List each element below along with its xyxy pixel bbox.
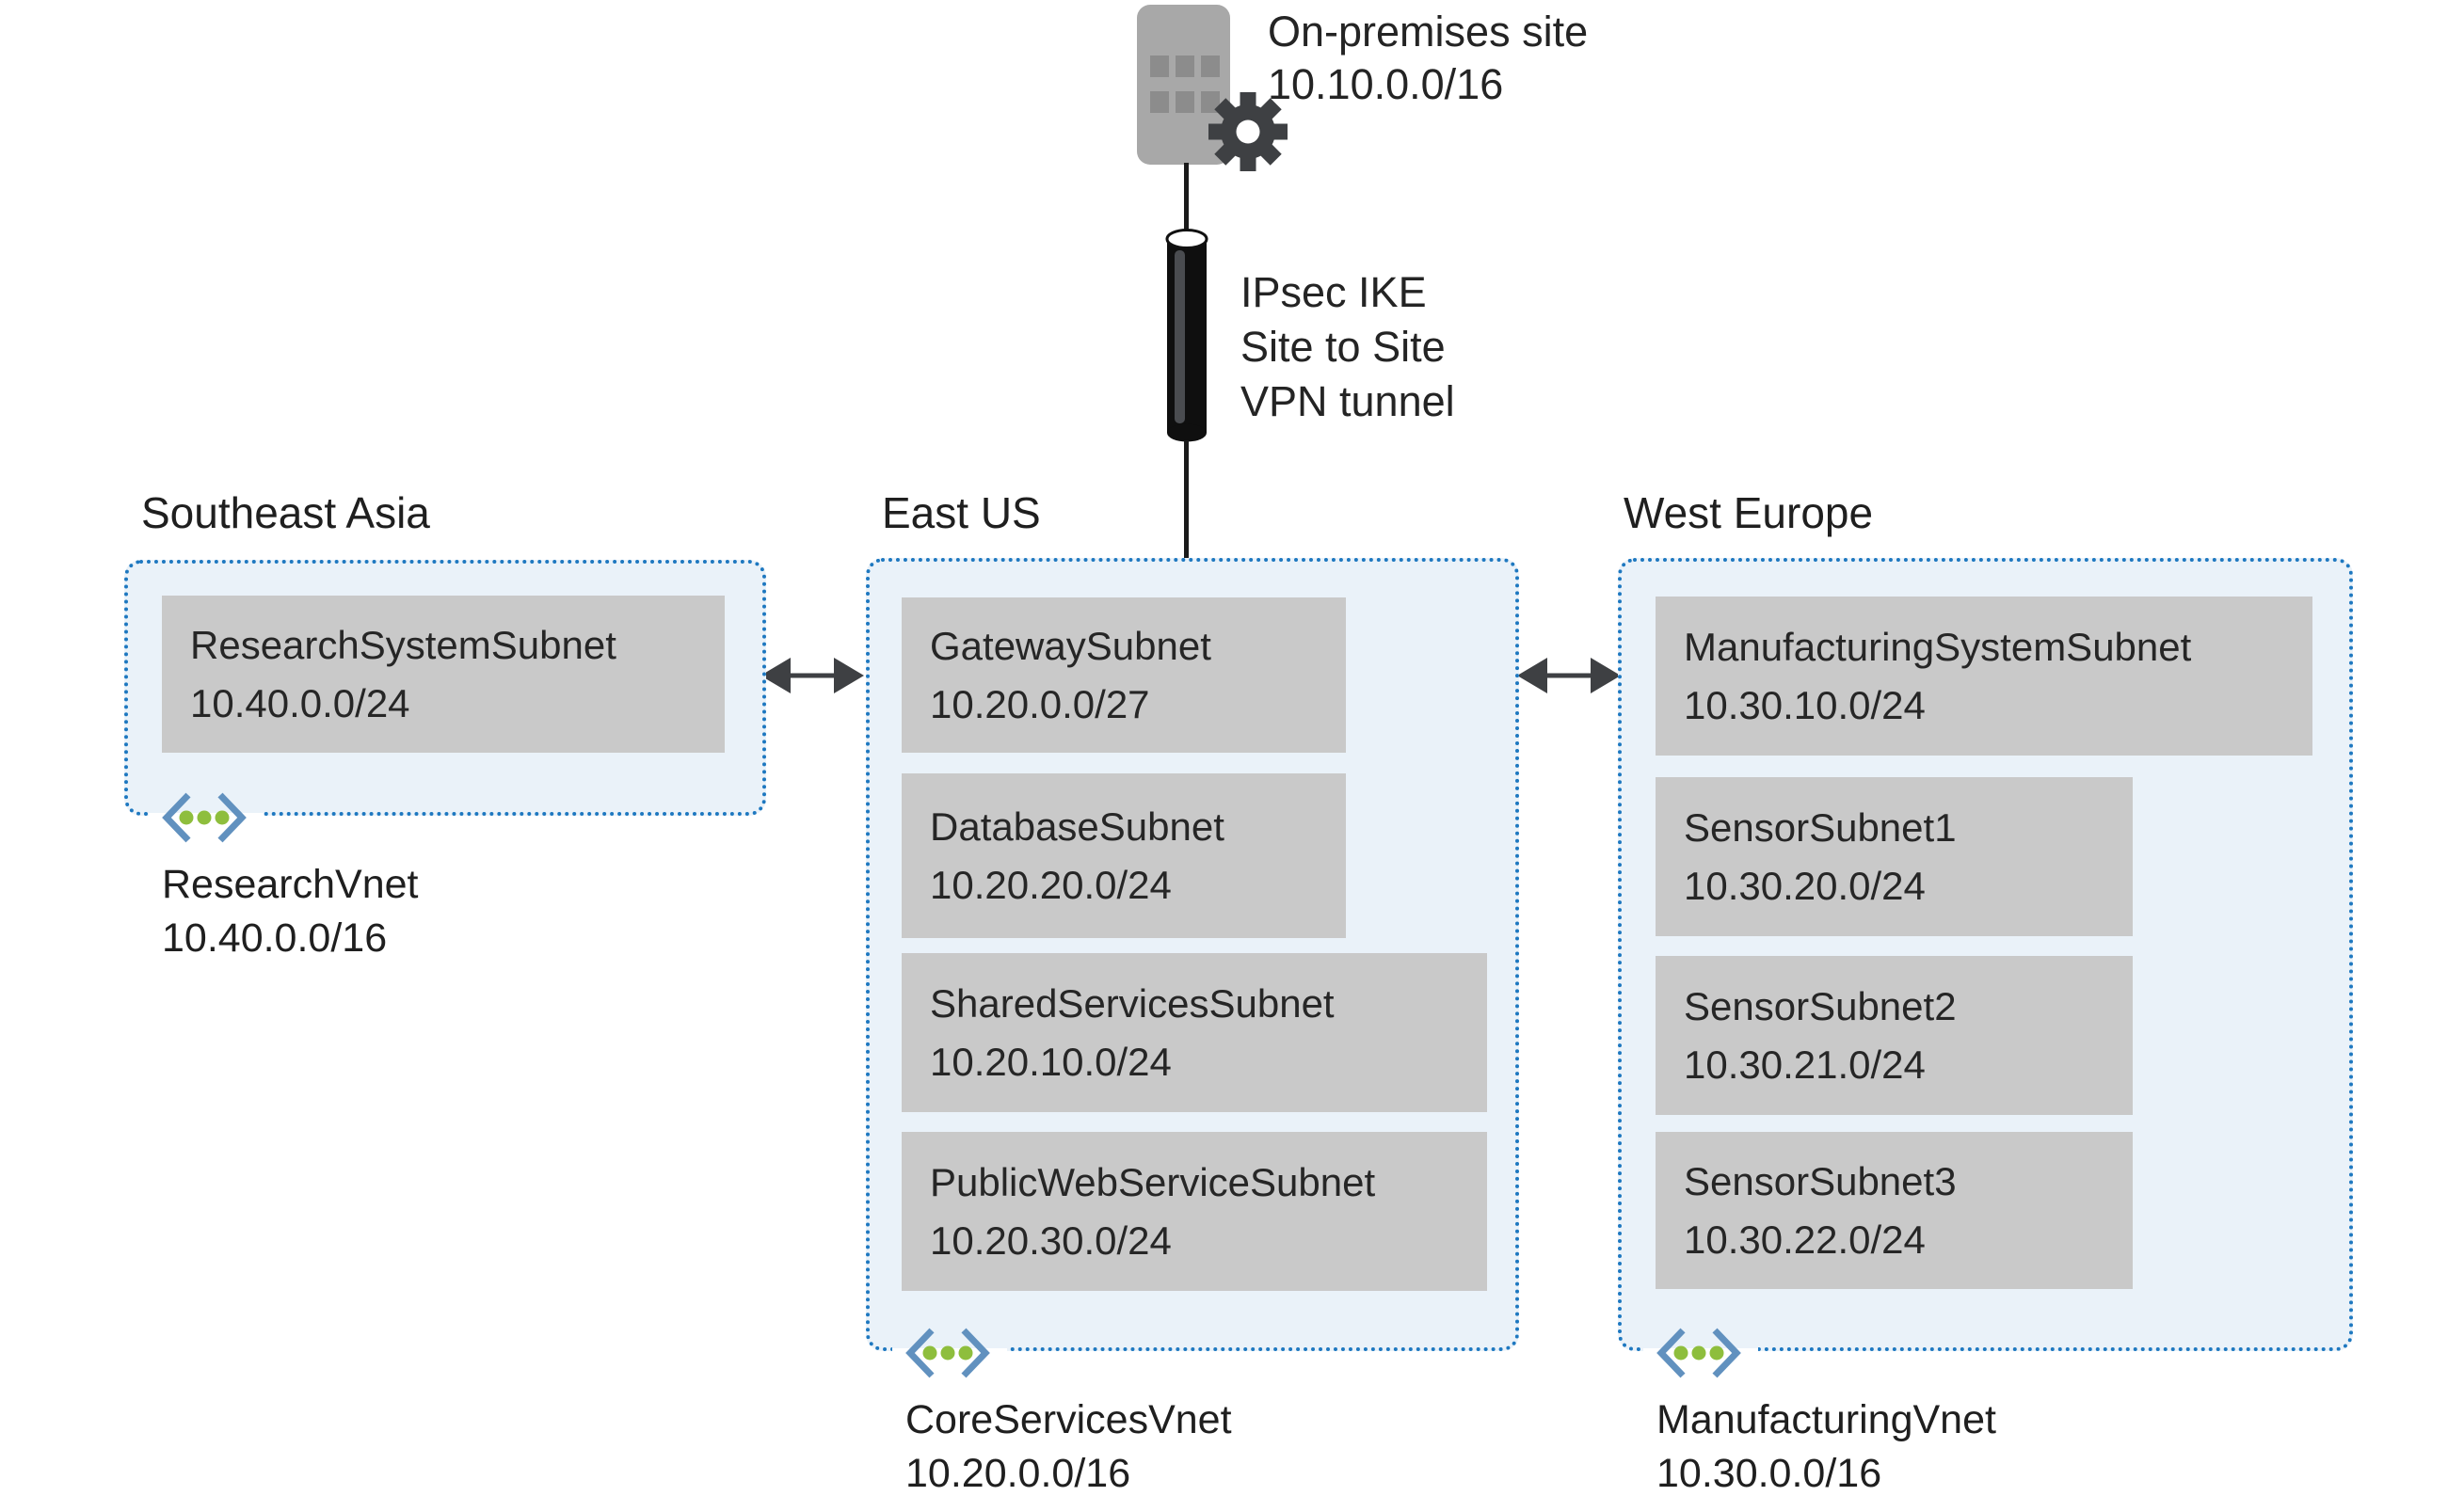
subnet-name: SensorSubnet2 bbox=[1684, 983, 1957, 1028]
vpn-tunnel-label-line3: VPN tunnel bbox=[1240, 377, 1455, 425]
subnet-box-sensorsubnet1: SensorSubnet1 10.30.20.0/24 bbox=[1656, 777, 2133, 936]
vnet-cidr: 10.40.0.0/16 bbox=[162, 915, 388, 961]
vpn-tunnel-cylinder-icon bbox=[1165, 229, 1208, 442]
vnet-name: CoreServicesVnet bbox=[905, 1397, 1232, 1442]
region-label-east-us: East US bbox=[882, 488, 1041, 537]
subnet-name: SensorSubnet3 bbox=[1684, 1158, 1957, 1203]
subnet-box-researchsystemsubnet: ResearchSystemSubnet 10.40.0.0/24 bbox=[162, 596, 725, 753]
peering-arrow-right bbox=[1517, 658, 1621, 693]
building-window bbox=[1150, 56, 1169, 77]
subnet-cidr: 10.20.10.0/24 bbox=[930, 1039, 1172, 1084]
vpn-tunnel-label-line1: IPsec IKE bbox=[1240, 268, 1427, 316]
vpn-line-bottom bbox=[1184, 440, 1189, 561]
building-window bbox=[1176, 91, 1194, 113]
vnet-icon-research bbox=[162, 792, 247, 843]
subnet-cidr: 10.30.22.0/24 bbox=[1684, 1217, 1926, 1262]
vnet-label-manufacturing: ManufacturingVnet 10.30.0.0/16 bbox=[1656, 1393, 1996, 1496]
subnet-name: ResearchSystemSubnet bbox=[190, 622, 616, 667]
subnet-name: SensorSubnet1 bbox=[1684, 804, 1957, 850]
vnet-name: ManufacturingVnet bbox=[1656, 1397, 1996, 1442]
subnet-box-sensorsubnet3: SensorSubnet3 10.30.22.0/24 bbox=[1656, 1132, 2133, 1289]
building-window bbox=[1201, 91, 1220, 113]
vpn-line-top bbox=[1184, 163, 1189, 231]
vnet-label-coreservices: CoreServicesVnet 10.20.0.0/16 bbox=[905, 1393, 1232, 1496]
subnet-name: ManufacturingSystemSubnet bbox=[1684, 624, 2192, 669]
building-window bbox=[1201, 56, 1220, 77]
subnet-cidr: 10.40.0.0/24 bbox=[190, 680, 410, 725]
building-window bbox=[1176, 56, 1194, 77]
subnet-name: GatewaySubnet bbox=[930, 623, 1211, 668]
subnet-name: DatabaseSubnet bbox=[930, 804, 1224, 849]
subnet-cidr: 10.30.20.0/24 bbox=[1684, 863, 1926, 908]
subnet-cidr: 10.30.21.0/24 bbox=[1684, 1042, 1926, 1087]
vnet-label-research: ResearchVnet 10.40.0.0/16 bbox=[162, 858, 419, 965]
vnet-icon-coreservices bbox=[905, 1328, 990, 1378]
vnet-name: ResearchVnet bbox=[162, 862, 419, 907]
on-premises-building-icon bbox=[1137, 5, 1230, 165]
subnet-box-gatewaysubnet: GatewaySubnet 10.20.0.0/27 bbox=[902, 597, 1346, 753]
subnet-cidr: 10.20.0.0/27 bbox=[930, 681, 1150, 726]
vnet-icon-manufacturing bbox=[1656, 1328, 1741, 1378]
subnet-name: SharedServicesSubnet bbox=[930, 980, 1335, 1026]
vpn-tunnel-label: IPsec IKE Site to Site VPN tunnel bbox=[1240, 265, 1455, 429]
subnet-cidr: 10.30.10.0/24 bbox=[1684, 682, 1926, 727]
on-premises-name: On-premises site bbox=[1268, 8, 1589, 56]
on-premises-cidr: 10.10.0.0/16 bbox=[1268, 60, 1504, 108]
peering-arrow-left bbox=[760, 658, 864, 693]
subnet-box-sensorsubnet2: SensorSubnet2 10.30.21.0/24 bbox=[1656, 956, 2133, 1115]
subnet-cidr: 10.20.30.0/24 bbox=[930, 1217, 1172, 1263]
region-label-southeast-asia: Southeast Asia bbox=[141, 488, 430, 537]
building-window bbox=[1150, 91, 1169, 113]
vnet-cidr: 10.30.0.0/16 bbox=[1656, 1451, 1882, 1496]
vnet-cidr: 10.20.0.0/16 bbox=[905, 1451, 1131, 1496]
subnet-name: PublicWebServiceSubnet bbox=[930, 1159, 1376, 1204]
on-premises-label: On-premises site 10.10.0.0/16 bbox=[1268, 6, 1588, 111]
gear-icon bbox=[1208, 92, 1288, 171]
subnet-box-manufacturingsystemsubnet: ManufacturingSystemSubnet 10.30.10.0/24 bbox=[1656, 597, 2312, 756]
region-label-west-europe: West Europe bbox=[1624, 488, 1874, 537]
vpn-tunnel-label-line2: Site to Site bbox=[1240, 323, 1446, 371]
subnet-cidr: 10.20.20.0/24 bbox=[930, 862, 1172, 907]
subnet-box-sharedservicessubnet: SharedServicesSubnet 10.20.10.0/24 bbox=[902, 953, 1487, 1112]
subnet-box-databasesubnet: DatabaseSubnet 10.20.20.0/24 bbox=[902, 773, 1346, 938]
subnet-box-publicwebservicesubnet: PublicWebServiceSubnet 10.20.30.0/24 bbox=[902, 1132, 1487, 1291]
